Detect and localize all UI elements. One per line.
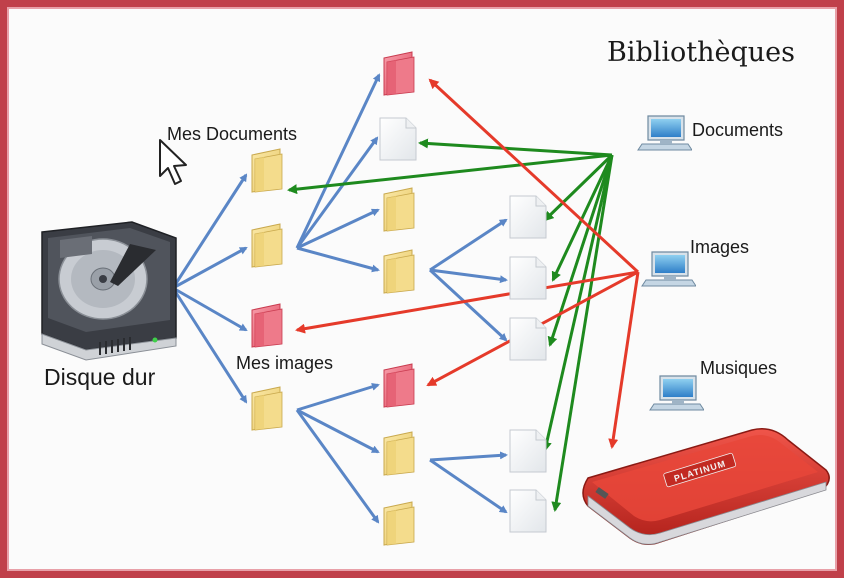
folder-icon [383,51,415,96]
cursor-icon [159,139,187,185]
folder-icon [383,363,415,408]
library-images-icon [641,251,696,287]
folder-icon [383,501,415,546]
folder-icon-mes-documents [251,148,283,193]
library-musiques-icon [649,375,704,411]
folder-icon-mes-images [251,303,283,348]
folder-label-mes-images: Mes images [236,353,334,373]
documents-links [287,138,614,512]
tree-arrows [171,73,508,524]
document-icon [509,195,547,239]
hard-drive-icon [41,221,177,361]
hard-drive-label: Disque dur [44,364,156,390]
document-icon [509,489,547,533]
page-title: Bibliothèques [607,37,796,68]
library-label-musiques: Musiques [700,358,778,378]
folder-icon [251,386,283,431]
folder-icon [251,223,283,268]
folder-icon [383,431,415,476]
library-label-images: Images [690,237,750,257]
folder-label-mes-documents: Mes Documents [167,124,298,144]
folder-icon [383,187,415,232]
library-label-documents: Documents [692,120,784,140]
folder-icon [383,249,415,294]
document-icon [509,256,547,300]
external-drive-icon: PLATINUM [582,428,830,545]
document-icon [509,429,547,473]
library-documents-icon [637,115,692,151]
document-icon [379,117,417,161]
document-icon [509,317,547,361]
